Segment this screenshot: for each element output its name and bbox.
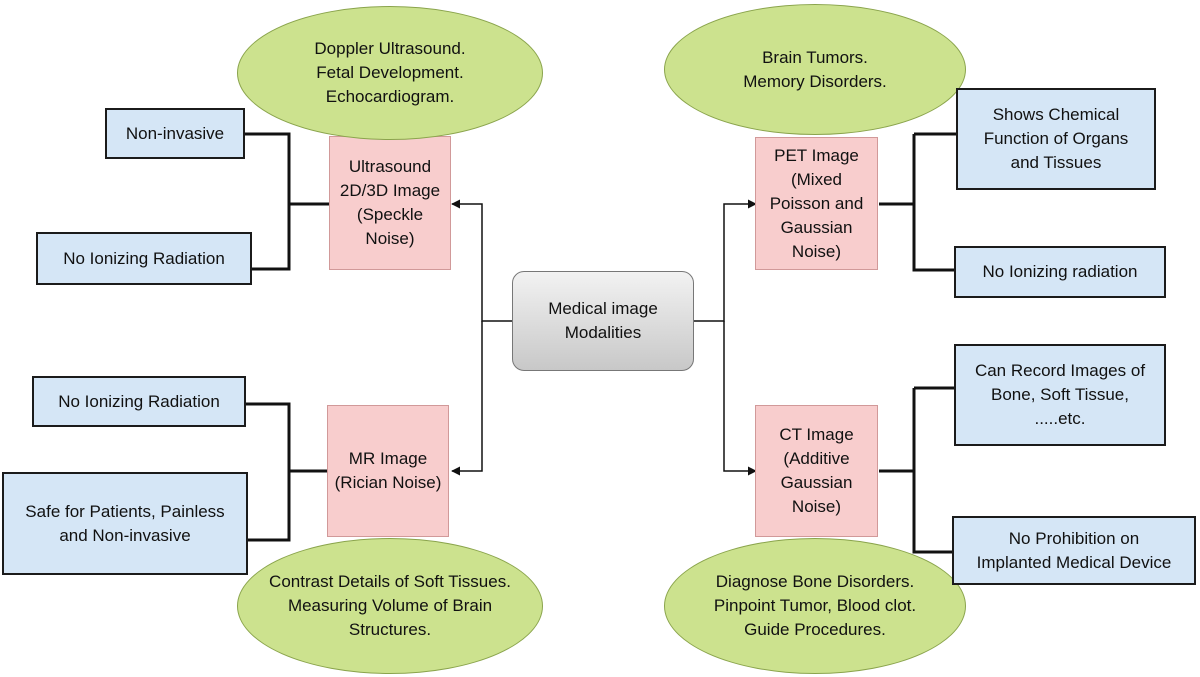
ct-advantage-1-text: Can Record Images of Bone, Soft Tissue, … bbox=[974, 361, 1146, 428]
ct-applications-text: Diagnose Bone Disorders. Pinpoint Tumor,… bbox=[713, 572, 917, 639]
pet-modality-label: PET Image (Mixed Poisson and Gaussian No… bbox=[769, 145, 864, 261]
pet-advantage-1: Shows Chemical Function of Organs and Ti… bbox=[956, 88, 1156, 190]
mr-advantage-1-text: No Ionizing Radiation bbox=[58, 391, 220, 411]
pet-advantage-2: No Ionizing radiation bbox=[954, 246, 1166, 298]
mr-applications-text: Contrast Details of Soft Tissues. Measur… bbox=[269, 572, 511, 639]
ultrasound-applications-text: Doppler Ultrasound. Fetal Development. E… bbox=[314, 39, 466, 106]
ct-advantage-2-text: No Prohibition on Implanted Medical Devi… bbox=[976, 528, 1172, 572]
mr-advantage-2: Safe for Patients, Painless and Non-inva… bbox=[2, 472, 248, 575]
center-node: Medical image Modalities bbox=[512, 271, 694, 371]
mr-advantage-1: No Ionizing Radiation bbox=[32, 376, 246, 427]
ultrasound-modality-label: Ultrasound 2D/3D Image (Speckle Noise) bbox=[339, 157, 441, 248]
ultrasound-advantage-2-text: No Ionizing Radiation bbox=[63, 248, 225, 268]
mr-modality: MR Image (Rician Noise) bbox=[327, 405, 449, 537]
ct-modality: CT Image (Additive Gaussian Noise) bbox=[755, 405, 878, 537]
pet-applications: Brain Tumors. Memory Disorders. bbox=[664, 4, 966, 135]
pet-applications-text: Brain Tumors. Memory Disorders. bbox=[743, 47, 887, 91]
ultrasound-modality: Ultrasound 2D/3D Image (Speckle Noise) bbox=[329, 136, 451, 270]
ultrasound-advantage-1-text: Non-invasive bbox=[125, 123, 225, 143]
mr-applications: Contrast Details of Soft Tissues. Measur… bbox=[237, 538, 543, 674]
ct-modality-label: CT Image (Additive Gaussian Noise) bbox=[779, 425, 854, 516]
connector-center-ultrasound bbox=[451, 199, 513, 322]
mr-advantage-2-text: Safe for Patients, Painless and Non-inva… bbox=[25, 501, 225, 545]
pet-advantage-2-text: No Ionizing radiation bbox=[982, 262, 1138, 281]
connector-center-pet bbox=[693, 199, 757, 322]
ultrasound-applications: Doppler Ultrasound. Fetal Development. E… bbox=[237, 6, 543, 140]
ultrasound-advantage-2: No Ionizing Radiation bbox=[36, 232, 252, 285]
pet-modality: PET Image (Mixed Poisson and Gaussian No… bbox=[755, 137, 878, 270]
ct-advantage-2: No Prohibition on Implanted Medical Devi… bbox=[952, 516, 1196, 585]
bracket-mr-advantages bbox=[246, 402, 330, 542]
ct-applications: Diagnose Bone Disorders. Pinpoint Tumor,… bbox=[664, 538, 966, 674]
connector-center-mr bbox=[451, 321, 483, 476]
bracket-pet-advantages bbox=[879, 132, 956, 272]
connector-center-ct bbox=[723, 321, 757, 476]
mr-modality-label: MR Image (Rician Noise) bbox=[334, 449, 442, 492]
pet-advantage-1-text: Shows Chemical Function of Organs and Ti… bbox=[983, 105, 1129, 172]
ultrasound-advantage-1: Non-invasive bbox=[105, 108, 245, 159]
ct-advantage-1: Can Record Images of Bone, Soft Tissue, … bbox=[954, 344, 1166, 446]
bracket-ct-advantages bbox=[879, 386, 954, 554]
center-label: Medical image Modalities bbox=[548, 299, 658, 342]
bracket-ultrasound-advantages bbox=[244, 132, 330, 271]
